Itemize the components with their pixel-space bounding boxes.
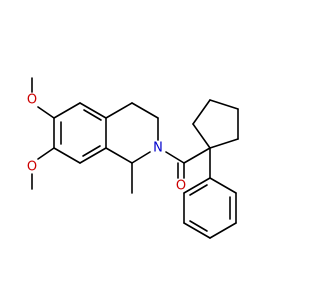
bond-o-lower-ring [37, 147, 55, 160]
bond-carbonyl-quat [183, 147, 211, 164]
bond-thq-5 [105, 147, 133, 164]
bond-ar-1 [53, 102, 81, 119]
bond-ar-2 [79, 102, 107, 119]
bond-n-carbonyl [165, 151, 185, 164]
bond-ph-3 [209, 222, 237, 239]
bond-ph-inner-2 [189, 220, 208, 232]
bond-thq-4 [131, 151, 151, 164]
bond-cp-1 [192, 123, 211, 149]
bond-ph-1 [209, 177, 237, 194]
bond-ph-6 [183, 177, 211, 194]
bond-thq-2 [131, 102, 159, 119]
carbonyl-o-label: O [176, 179, 186, 194]
bond-thq-1 [105, 102, 133, 119]
methoxy-o-lower-label: O [27, 160, 37, 175]
bond-ar-4 [79, 147, 107, 164]
bond-ar-5 [53, 147, 81, 164]
bond-ar-inner-2 [83, 109, 102, 121]
bond-cp-5 [209, 138, 239, 149]
bond-cp-2 [192, 99, 211, 125]
ring-nitrogen-label: N [153, 141, 163, 156]
bond-cp-3 [209, 99, 239, 110]
bond-o-upper-ring [37, 106, 55, 119]
methoxy-o-upper-label: O [27, 93, 37, 108]
molecule-canvas: O O N O [27, 77, 239, 239]
bond-ar-inner-3 [82, 145, 101, 157]
bond-ph-4 [183, 222, 211, 239]
structure-drawing: O O N O [27, 77, 239, 239]
bond-ph-inner-3 [189, 184, 208, 196]
